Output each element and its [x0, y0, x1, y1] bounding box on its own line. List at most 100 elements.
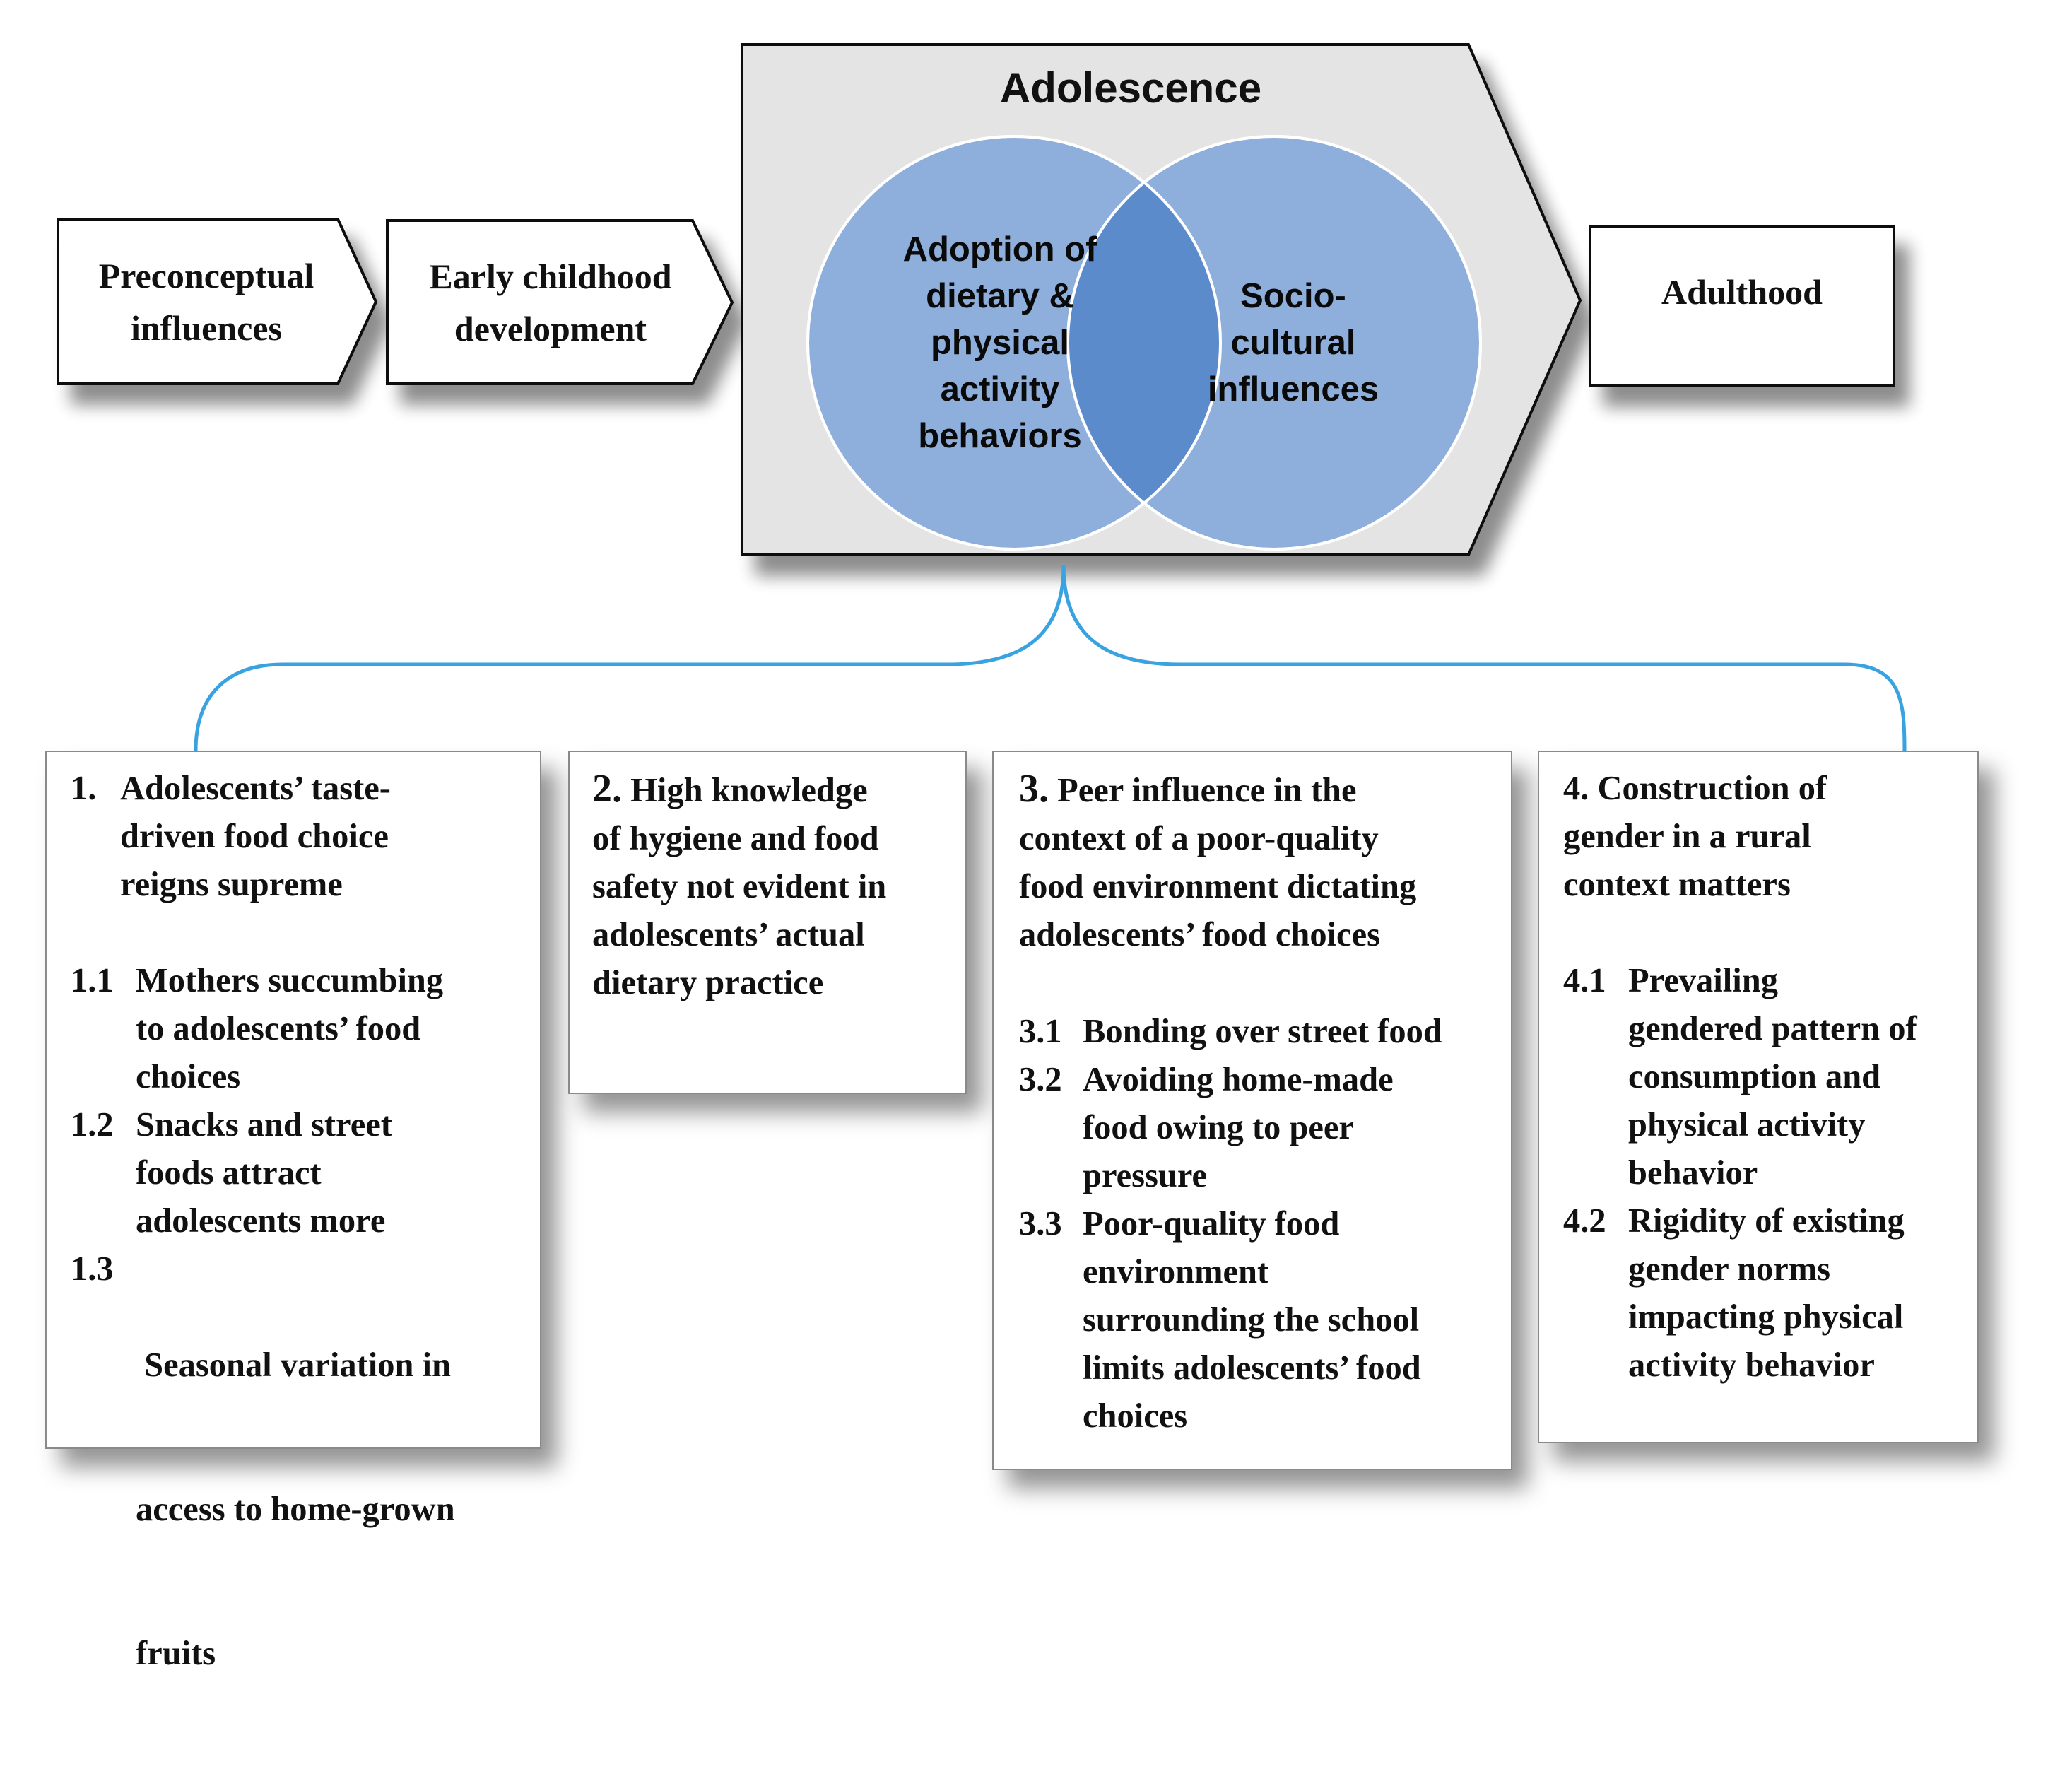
circle-label-line: behaviors	[918, 417, 1082, 455]
title-line: of hygiene and food	[592, 820, 879, 857]
subtheme-line: Avoiding home-made	[1083, 1061, 1394, 1098]
brace-connector	[194, 565, 1907, 751]
theme-4-number: 4.	[1563, 770, 1589, 807]
subtheme-text: Snacks and street foods attract adolesce…	[136, 1101, 531, 1245]
circle-label-line: Socio-	[1240, 277, 1346, 315]
theme-2-content: 2. High knowledge of hygiene and food sa…	[592, 765, 960, 1007]
subtheme-number: 1.1	[71, 962, 114, 999]
subtheme-line: behavior	[1628, 1154, 1758, 1192]
dietary-behaviors-circle-outline	[806, 135, 1222, 551]
subtheme-text: Bonding over street food	[1083, 1008, 1507, 1056]
theme-2-title: 2. High knowledge of hygiene and food sa…	[592, 765, 960, 1007]
subtheme-line: fruits	[136, 1635, 216, 1672]
diagram-shapes	[57, 43, 1907, 751]
subtheme-number: 4.2	[1563, 1202, 1606, 1240]
subtheme-line: surrounding the school	[1083, 1301, 1420, 1339]
subtheme-number: 1.2	[71, 1106, 114, 1144]
title-line-first: 4. Construction of	[1563, 765, 1973, 813]
subtheme-text: Rigidity of existing gender norms impact…	[1628, 1197, 1974, 1390]
early-childhood-label: Early childhood development	[387, 221, 714, 384]
theme-box-3	[992, 751, 1512, 1470]
subtheme-line: Mothers succumbing	[136, 962, 444, 999]
subtheme-line: Bonding over street food	[1083, 1013, 1442, 1050]
subtheme-line: activity behavior	[1628, 1346, 1875, 1384]
theme-3-content: 3. Peer influence in the context of a po…	[1019, 765, 1507, 1435]
subtheme-line: choices	[1083, 1397, 1188, 1435]
subtheme-line: Poor-quality food	[1083, 1205, 1340, 1243]
subtheme-line: choices	[136, 1058, 241, 1095]
subtheme-text: Seasonal variation in access to home-gro…	[136, 1245, 546, 1774]
preconceptual-label: Preconceptual influences	[58, 219, 355, 384]
preconceptual-line: influences	[131, 307, 282, 348]
theme-1-title: Adolescents’ taste- driven food choice r…	[120, 765, 544, 909]
circle-label-line: physical	[930, 324, 1070, 362]
title-line: context matters	[1563, 866, 1791, 903]
title-line: reigns supreme	[120, 866, 343, 903]
subtheme-line: adolescents more	[136, 1202, 386, 1240]
theme-2-number: 2.	[592, 767, 622, 811]
title-line: Peer influence in the	[1057, 772, 1357, 809]
theme-4-title: 4. Construction of gender in a rural con…	[1563, 765, 1973, 909]
title-line: High knowledge	[630, 772, 868, 809]
subtheme-line: gender norms	[1628, 1250, 1831, 1288]
subtheme-line: environment	[1083, 1253, 1269, 1291]
subtheme-line: limits adolescents’ food	[1083, 1349, 1421, 1387]
title-line: food environment dictating	[1019, 868, 1417, 905]
subtheme-line: Rigidity of existing	[1628, 1202, 1905, 1240]
title-line: Construction of	[1597, 770, 1827, 807]
sociocultural-label: Socio- cultural influences	[1166, 269, 1420, 417]
subtheme-text: Mothers succumbing to adolescents’ food …	[136, 957, 531, 1101]
subtheme-text: Poor-quality food environment surroundin…	[1083, 1200, 1507, 1440]
theme-box-1	[45, 751, 541, 1449]
subtheme-line: pressure	[1083, 1157, 1208, 1194]
title-line: adolescents’ food choices	[1019, 916, 1380, 953]
theme-box-2	[568, 751, 967, 1094]
subtheme-line: Prevailing	[1628, 962, 1778, 999]
sociocultural-circle-outline	[1066, 135, 1482, 551]
subtheme-line: access to home-grown	[136, 1491, 455, 1528]
theme-4-content: 4. Construction of gender in a rural con…	[1563, 765, 1973, 1384]
title-line: context of a poor-quality	[1019, 820, 1379, 857]
preconceptual-arrow-shape	[57, 218, 378, 385]
circle-label-line: influences	[1207, 370, 1379, 409]
subtheme-line: Snacks and street	[136, 1106, 392, 1144]
early-childhood-arrow-shape	[386, 219, 734, 385]
title-line-first: 3. Peer influence in the	[1019, 765, 1507, 815]
subtheme-line: foods attract	[136, 1154, 322, 1192]
subtheme-number: 3.1	[1019, 1013, 1062, 1050]
subtheme-line: physical activity	[1628, 1106, 1866, 1144]
title-line: safety not evident in	[592, 868, 887, 905]
title-line: dietary practice	[592, 964, 824, 1001]
diagram-canvas: Preconceptual influences Early childhood…	[45, 43, 1979, 1672]
subtheme-line: food owing to peer	[1083, 1109, 1354, 1146]
subtheme-line: Seasonal variation in	[136, 1346, 451, 1384]
circle-label-line: activity	[940, 370, 1060, 409]
dietary-behaviors-label: Adoption of dietary & physical activity …	[855, 223, 1145, 463]
title-line: gender in a rural	[1563, 818, 1811, 855]
subtheme-number: 3.2	[1019, 1061, 1062, 1098]
adolescence-title: Adolescence	[999, 64, 1262, 112]
subtheme-number: 1.3	[71, 1250, 114, 1288]
title-line-first: 2. High knowledge	[592, 765, 960, 815]
adulthood-box-shape	[1589, 225, 1895, 387]
circle-label-line: dietary &	[926, 277, 1074, 315]
subtheme-line: impacting physical	[1628, 1298, 1904, 1336]
theme-3-number: 3.	[1019, 767, 1049, 811]
title-line: Adolescents’ taste-	[120, 770, 391, 807]
theme-box-4	[1538, 751, 1979, 1443]
circle-label-line: cultural	[1230, 324, 1356, 362]
early-childhood-line: development	[454, 308, 647, 348]
title-line: driven food choice	[120, 818, 389, 855]
title-line: adolescents’ actual	[592, 916, 865, 953]
circle-label-line: Adoption of	[902, 230, 1097, 269]
subtheme-number: 3.3	[1019, 1205, 1062, 1243]
subtheme-text: Prevailing gendered pattern of consumpti…	[1628, 957, 1974, 1197]
subtheme-line: consumption and	[1628, 1058, 1881, 1095]
early-childhood-line: Early childhood	[429, 256, 672, 296]
subtheme-number: 4.1	[1563, 962, 1606, 999]
theme-1-number: 1.	[71, 770, 97, 807]
venn-overlap	[1068, 136, 1220, 549]
subtheme-line: to adolescents’ food	[136, 1010, 421, 1047]
theme-3-title: 3. Peer influence in the context of a po…	[1019, 765, 1507, 959]
subtheme-text: Avoiding home-made food owing to peer pr…	[1083, 1056, 1507, 1200]
